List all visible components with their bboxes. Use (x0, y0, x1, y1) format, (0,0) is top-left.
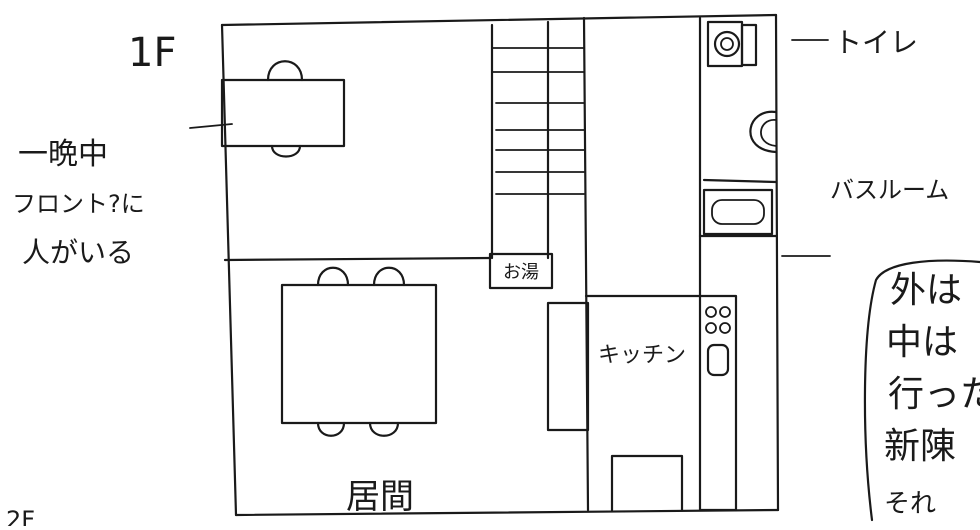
speech-line5: それ (884, 489, 936, 519)
interior-walls (223, 16, 778, 512)
left-annotation: 一晩中 フロント?に 人がいる (12, 137, 145, 269)
speech-line3: 行った (888, 374, 980, 415)
leader-lines (189, 39, 831, 257)
speech-line1: 外は (890, 270, 962, 311)
bathtub (702, 188, 774, 236)
left-note-line2: フロント?に (12, 190, 145, 218)
washbasin (749, 110, 778, 154)
front-desk-table (220, 60, 346, 158)
left-note-line3: 人がいる (22, 236, 134, 269)
living-room-label: 居間 (346, 477, 414, 517)
speech-line4: 新陳 (884, 426, 956, 467)
left-note-line1: 一晩中 (18, 137, 108, 172)
stove-column (698, 294, 738, 512)
toilet-fixture (706, 20, 758, 68)
toilet-label: トイレ (834, 26, 918, 59)
hot-water-label: お湯 (503, 262, 539, 283)
hot-water-box: お湯 (488, 252, 554, 290)
kitchen-island (546, 301, 590, 432)
kitchen-label: キッチン (598, 343, 686, 368)
speech-bubble: 外は 中は 行った 新陳 それ (863, 259, 980, 522)
bathroom-label: バスルーム (830, 176, 949, 204)
staircase (490, 20, 585, 260)
bottom-left-label: 2F (6, 506, 35, 526)
outer-walls (220, 13, 780, 517)
dining-table (280, 266, 438, 437)
kitchen-bottom-counter (610, 454, 684, 512)
floor-label: 1F (128, 30, 176, 76)
speech-line2: 中は (886, 322, 958, 363)
